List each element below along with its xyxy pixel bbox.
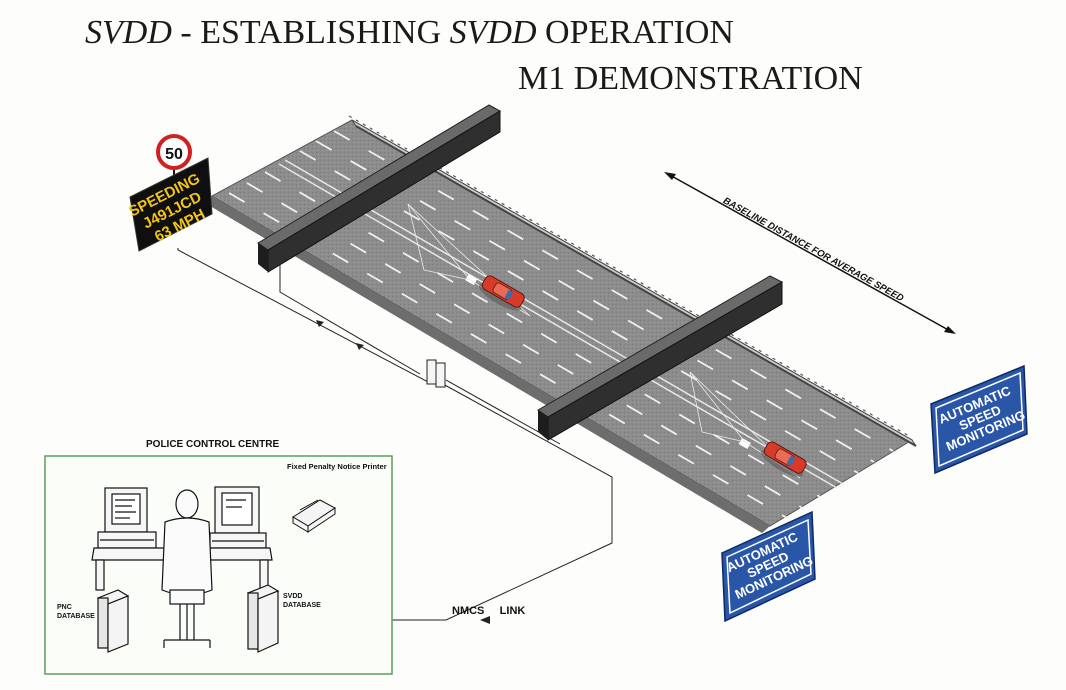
operator-figure (161, 489, 213, 648)
car-1 (478, 275, 525, 311)
cable-arrows (316, 320, 490, 624)
speed-limit-sign (156, 134, 192, 170)
baseline-arrow: BASELINE DISTANCE FOR AVERAGE SPEED (664, 172, 956, 334)
title-line-2: M1 DEMONSTRATION (518, 60, 863, 97)
outstation-cabinet (426, 359, 446, 388)
workstation-right (203, 486, 273, 589)
car-2 (760, 441, 807, 477)
asm-sign-bottom: AUTOMATIC SPEED MONITORING (721, 510, 816, 623)
title-svdd-1: SVDD (85, 14, 172, 51)
speed-limit-value: 50 (165, 146, 183, 163)
nmcs-link-label: NMCS LINK (452, 605, 525, 617)
pnc-label-1: PNC (57, 604, 72, 611)
svdd-db-label-2: DATABASE (283, 602, 321, 609)
road-edge (205, 196, 770, 533)
title-line-1: SVDD - ESTABLISHING SVDD OPERATION (85, 14, 734, 52)
detection-zone-2 (738, 437, 751, 449)
vms-sign: 50 SPEEDING J491JCD 63 MPH (126, 134, 213, 252)
gantry-1 (257, 104, 502, 273)
title-text-1: - ESTABLISHING (171, 14, 450, 51)
svdd-db-label-1: SVDD (283, 593, 302, 600)
pnc-label-2: DATABASE (57, 613, 95, 620)
control-centre-title: POLICE CONTROL CENTRE (146, 439, 279, 450)
pnc-database-cabinet (96, 589, 130, 653)
lane-markings (228, 130, 894, 519)
printer-icon (292, 499, 336, 533)
gantry-2 (537, 275, 784, 441)
workstation-left (91, 487, 167, 591)
svdd-database-cabinet (246, 584, 280, 653)
printer-label: Fixed Penalty Notice Printer (287, 462, 387, 471)
asm-sign-right: AUTOMATIC SPEED MONITORING (930, 364, 1028, 475)
title-text-2: OPERATION (536, 14, 734, 51)
crash-barrier (348, 115, 917, 447)
title-svdd-2: SVDD (449, 14, 537, 51)
